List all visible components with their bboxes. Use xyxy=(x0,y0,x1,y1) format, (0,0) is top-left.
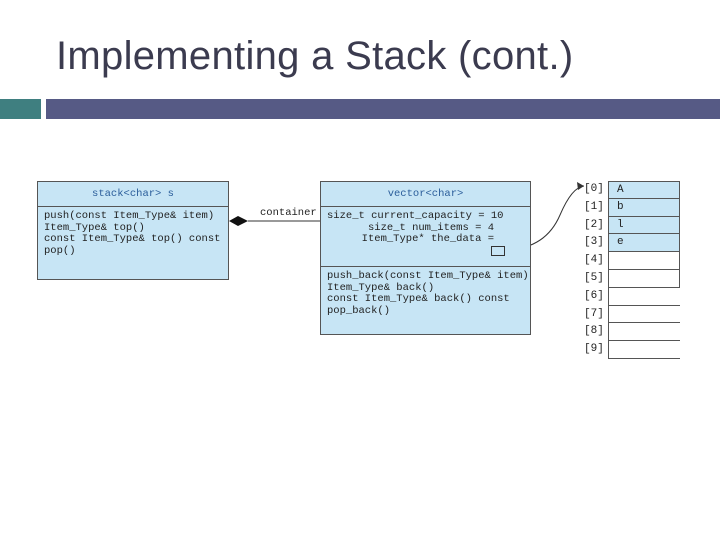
array-cell xyxy=(608,269,680,288)
array-row: [8] xyxy=(584,323,680,342)
vector-method: push_back(const Item_Type& item) xyxy=(327,270,529,282)
array-cell: A xyxy=(608,181,680,199)
array-row: [2] l xyxy=(584,216,680,235)
vector-attributes: size_t current_capacity = 10 size_t num_… xyxy=(321,207,530,267)
array-table: [0] A [1] b [2] l [3] e [4] [5] [6] [7] [8] [9] xyxy=(584,181,680,359)
stack-method: push(const Item_Type& item) xyxy=(44,210,215,222)
vector-attribute: size_t current_capacity = 10 xyxy=(327,210,504,222)
vector-class-header: vector<char> xyxy=(321,182,530,207)
array-cell: b xyxy=(608,198,680,217)
stack-methods: push(const Item_Type& item) Item_Type& t… xyxy=(38,207,228,261)
array-row: [4] xyxy=(584,252,680,270)
stack-method: const Item_Type& top() const xyxy=(44,233,221,245)
array-index: [0] xyxy=(584,183,604,195)
stack-class-header: stack<char> s xyxy=(38,182,228,207)
array-index: [1] xyxy=(584,200,604,213)
array-cell: l xyxy=(608,216,680,235)
pointer-arrowhead xyxy=(577,182,584,190)
vector-method: Item_Type& back() xyxy=(327,281,435,294)
array-index: [5] xyxy=(584,271,604,284)
array-row: [3] e xyxy=(584,234,680,253)
array-index: [4] xyxy=(584,254,604,267)
stack-method: pop() xyxy=(44,244,76,257)
array-cell xyxy=(608,323,680,342)
composition-diamond xyxy=(229,216,248,226)
title-underline-bar xyxy=(46,99,720,119)
array-index: [9] xyxy=(584,343,604,356)
vector-method: pop_back() xyxy=(327,304,391,317)
vector-class-box: vector<char> size_t current_capacity = 1… xyxy=(320,181,531,335)
pointer-box xyxy=(491,246,505,256)
array-row: [1] b xyxy=(584,198,680,217)
stack-class-box: stack<char> s push(const Item_Type& item… xyxy=(37,181,229,280)
vector-method: const Item_Type& back() const xyxy=(327,293,510,305)
array-index: [8] xyxy=(584,325,604,338)
array-row: [7] xyxy=(584,305,680,324)
array-cell xyxy=(608,252,680,270)
array-cell xyxy=(608,305,680,324)
array-index: [2] xyxy=(584,218,604,231)
array-row: [5] xyxy=(584,269,680,288)
array-cell xyxy=(608,341,680,359)
title-accent-bar xyxy=(0,99,41,119)
vector-methods: push_back(const Item_Type& item) Item_Ty… xyxy=(321,267,530,321)
array-index: [7] xyxy=(584,307,604,320)
vector-attribute: size_t num_items = 4 xyxy=(367,221,494,234)
array-index: [6] xyxy=(584,289,604,302)
stack-method: Item_Type& top() xyxy=(44,221,145,234)
array-cell: e xyxy=(608,234,680,253)
association-label: container xyxy=(260,207,317,219)
array-row: [9] xyxy=(584,341,680,359)
array-cell xyxy=(608,287,680,306)
slide-title: Implementing a Stack (cont.) xyxy=(56,34,574,78)
vector-attribute: Item_Type* the_data = xyxy=(361,233,494,245)
array-row: [6] xyxy=(584,287,680,306)
array-row: [0] A xyxy=(584,181,680,199)
array-index: [3] xyxy=(584,236,604,249)
